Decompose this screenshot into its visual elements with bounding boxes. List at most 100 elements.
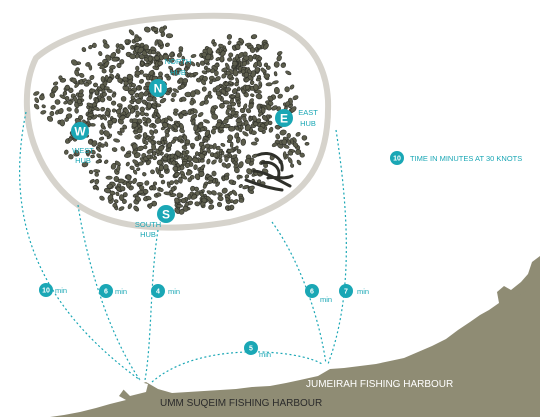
rock-islet [206, 195, 212, 203]
rock-islet [106, 95, 113, 102]
rock-islet [40, 110, 47, 115]
rock-islet [214, 63, 220, 68]
rock-islet [104, 74, 109, 81]
rock-islet [151, 104, 158, 109]
rock-islet [178, 61, 185, 67]
rock-islet [208, 94, 213, 99]
rock-islet [215, 145, 221, 151]
rock-islet [179, 208, 185, 215]
rock-islet [250, 93, 255, 97]
rock-islet [254, 137, 259, 143]
svg-text:10: 10 [42, 288, 50, 295]
rock-islet [184, 162, 191, 169]
rock-islet [89, 74, 95, 81]
rock-islet [301, 135, 308, 141]
rock-islet [244, 42, 252, 47]
rock-islet [198, 153, 206, 159]
rock-islet [101, 91, 107, 97]
rock-islet [202, 184, 207, 189]
rock-islet [242, 115, 247, 122]
rock-islet [130, 95, 135, 100]
rock-islet [74, 82, 80, 88]
rock-islet [54, 99, 61, 105]
rock-islet [103, 43, 110, 49]
svg-text:W: W [74, 125, 86, 139]
svg-text:min: min [320, 295, 332, 304]
rock-islet [234, 53, 240, 61]
north-hub-label: NORTH [165, 57, 192, 66]
rock-islet [116, 183, 122, 188]
rock-islet [98, 51, 103, 57]
rock-islet [164, 73, 170, 78]
rock-islet [74, 69, 80, 77]
rock-islet [189, 73, 195, 78]
rock-islet [207, 176, 214, 182]
rock-islet [76, 98, 82, 105]
rock-islet [224, 87, 232, 92]
rock-islet [99, 195, 105, 201]
rock-islet [180, 83, 186, 89]
rock-islet [74, 149, 80, 156]
rock-islet [116, 62, 122, 69]
rock-islet [157, 60, 164, 66]
rock-islet [218, 158, 223, 163]
rock-islet [82, 78, 87, 83]
rock-islet [151, 49, 156, 55]
rock-islet [194, 151, 199, 156]
rock-islet [64, 96, 70, 101]
rock-islet [116, 165, 121, 173]
rock-islet [214, 70, 219, 77]
rock-islet [144, 112, 149, 117]
rock-islet [276, 51, 283, 56]
rock-islet [231, 88, 238, 94]
rock-islet [187, 177, 192, 183]
rock-islet [197, 134, 202, 140]
rock-islet [249, 47, 256, 53]
rock-islet [177, 135, 183, 141]
rock-islet [143, 140, 149, 146]
rock-islet [90, 149, 96, 155]
rock-islet [273, 61, 280, 68]
rock-islet [200, 79, 207, 86]
rock-islet [97, 114, 102, 118]
rock-islet [59, 119, 66, 127]
rock-islet [88, 64, 93, 71]
rock-islet [88, 169, 94, 175]
rock-islet [146, 102, 152, 109]
west-hub-label: WEST [72, 146, 94, 155]
rock-islet [167, 141, 172, 148]
rock-islet [151, 27, 159, 32]
rock-islet [115, 75, 119, 80]
rock-islet [249, 80, 255, 85]
rock-islet [253, 83, 259, 91]
rock-islet [97, 62, 103, 67]
rock-islet [142, 121, 149, 127]
rock-islet [242, 51, 248, 57]
rock-islet [156, 192, 162, 197]
rock-islet [64, 84, 71, 91]
rock-islet [78, 114, 84, 121]
rock-islet [263, 62, 269, 67]
rock-islet [126, 174, 132, 181]
rock-islet [142, 188, 149, 195]
rock-islet [222, 118, 229, 125]
rock-islet [120, 146, 126, 152]
rock-islet [138, 161, 144, 166]
rock-islet [64, 117, 69, 122]
rock-islet [173, 108, 179, 113]
rock-islet [296, 159, 302, 166]
rock-islet [108, 68, 114, 74]
rock-islet [104, 110, 110, 117]
rock-islet [136, 128, 143, 134]
rock-islet [143, 90, 149, 97]
rock-islet [286, 138, 291, 146]
rock-islet [238, 198, 245, 203]
rock-islet [128, 29, 135, 36]
route-badge-4min: 4 min [151, 284, 180, 298]
svg-text:TIME IN MINUTES AT 30 KNOTS: TIME IN MINUTES AT 30 KNOTS [410, 154, 522, 163]
rock-islet [249, 98, 254, 104]
rock-islet [132, 169, 138, 175]
rock-islet [201, 52, 207, 58]
route-west-6min [77, 204, 141, 381]
rock-islet [287, 150, 294, 156]
